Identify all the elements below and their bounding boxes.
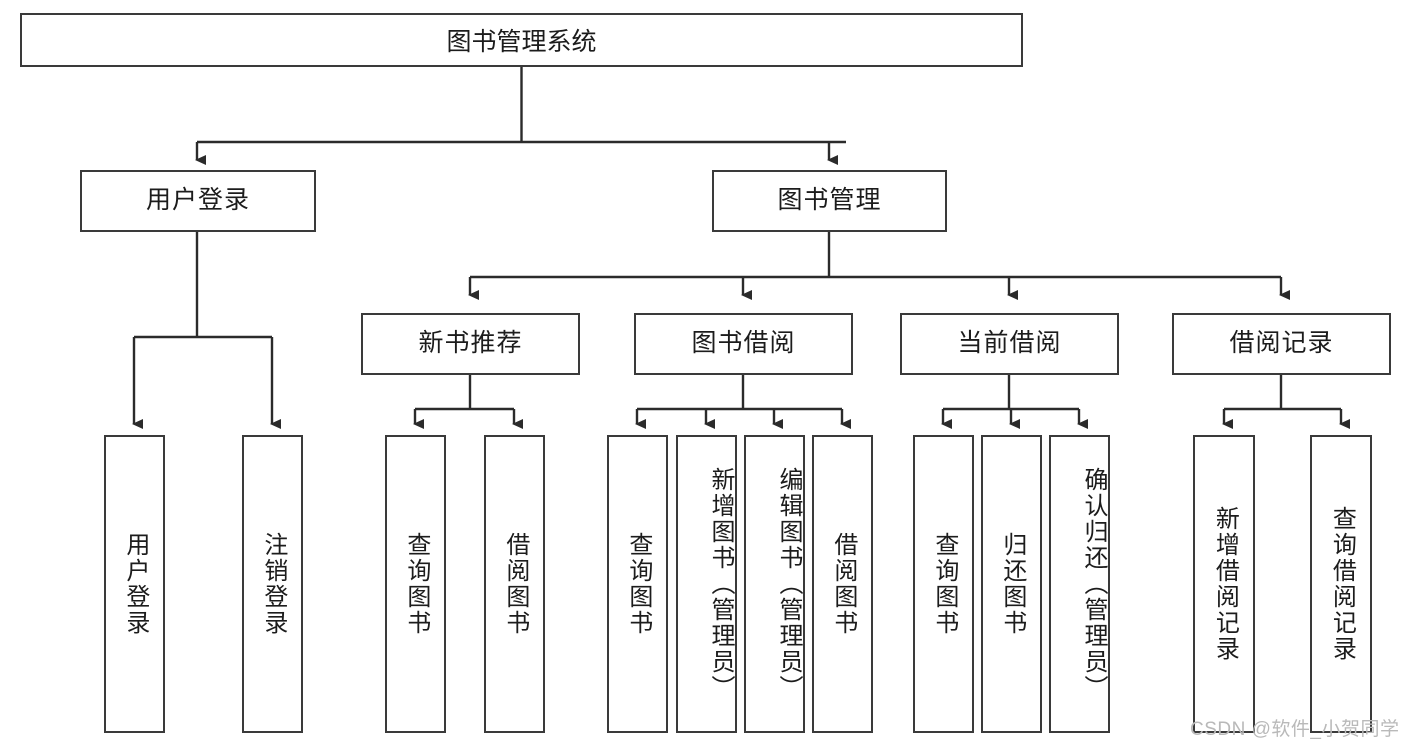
leaf-query-borrow-record[interactable]: 查询借阅记录 xyxy=(1310,435,1372,733)
node-current-borrow[interactable]: 当前借阅 xyxy=(900,313,1119,375)
leaf-user-login[interactable]: 用户登录 xyxy=(104,435,165,733)
watermark-csdn: CSDN @软件_小贺同学 xyxy=(1190,719,1400,740)
leaf-return-book[interactable]: 归还图书 xyxy=(981,435,1042,733)
leaf-confirm-return-admin[interactable]: 确认归还（管理员） xyxy=(1049,435,1110,733)
leaf-query-book-current[interactable]: 查询图书 xyxy=(913,435,974,733)
leaf-query-book-recommend[interactable]: 查询图书 xyxy=(385,435,446,733)
node-user-login[interactable]: 用户登录 xyxy=(80,170,316,232)
leaf-add-borrow-record[interactable]: 新增借阅记录 xyxy=(1193,435,1255,733)
leaf-borrow-book[interactable]: 借阅图书 xyxy=(812,435,873,733)
leaf-query-book-borrow[interactable]: 查询图书 xyxy=(607,435,668,733)
leaf-add-book-admin[interactable]: 新增图书（管理员） xyxy=(676,435,737,733)
leaf-logout[interactable]: 注销登录 xyxy=(242,435,303,733)
leaf-edit-book-admin[interactable]: 编辑图书（管理员） xyxy=(744,435,805,733)
node-book-management[interactable]: 图书管理 xyxy=(712,170,947,232)
node-book-borrow[interactable]: 图书借阅 xyxy=(634,313,853,375)
node-new-book-recommend[interactable]: 新书推荐 xyxy=(361,313,580,375)
node-root-system[interactable]: 图书管理系统 xyxy=(20,13,1023,67)
leaf-borrow-book-recommend[interactable]: 借阅图书 xyxy=(484,435,545,733)
node-borrow-record[interactable]: 借阅记录 xyxy=(1172,313,1391,375)
